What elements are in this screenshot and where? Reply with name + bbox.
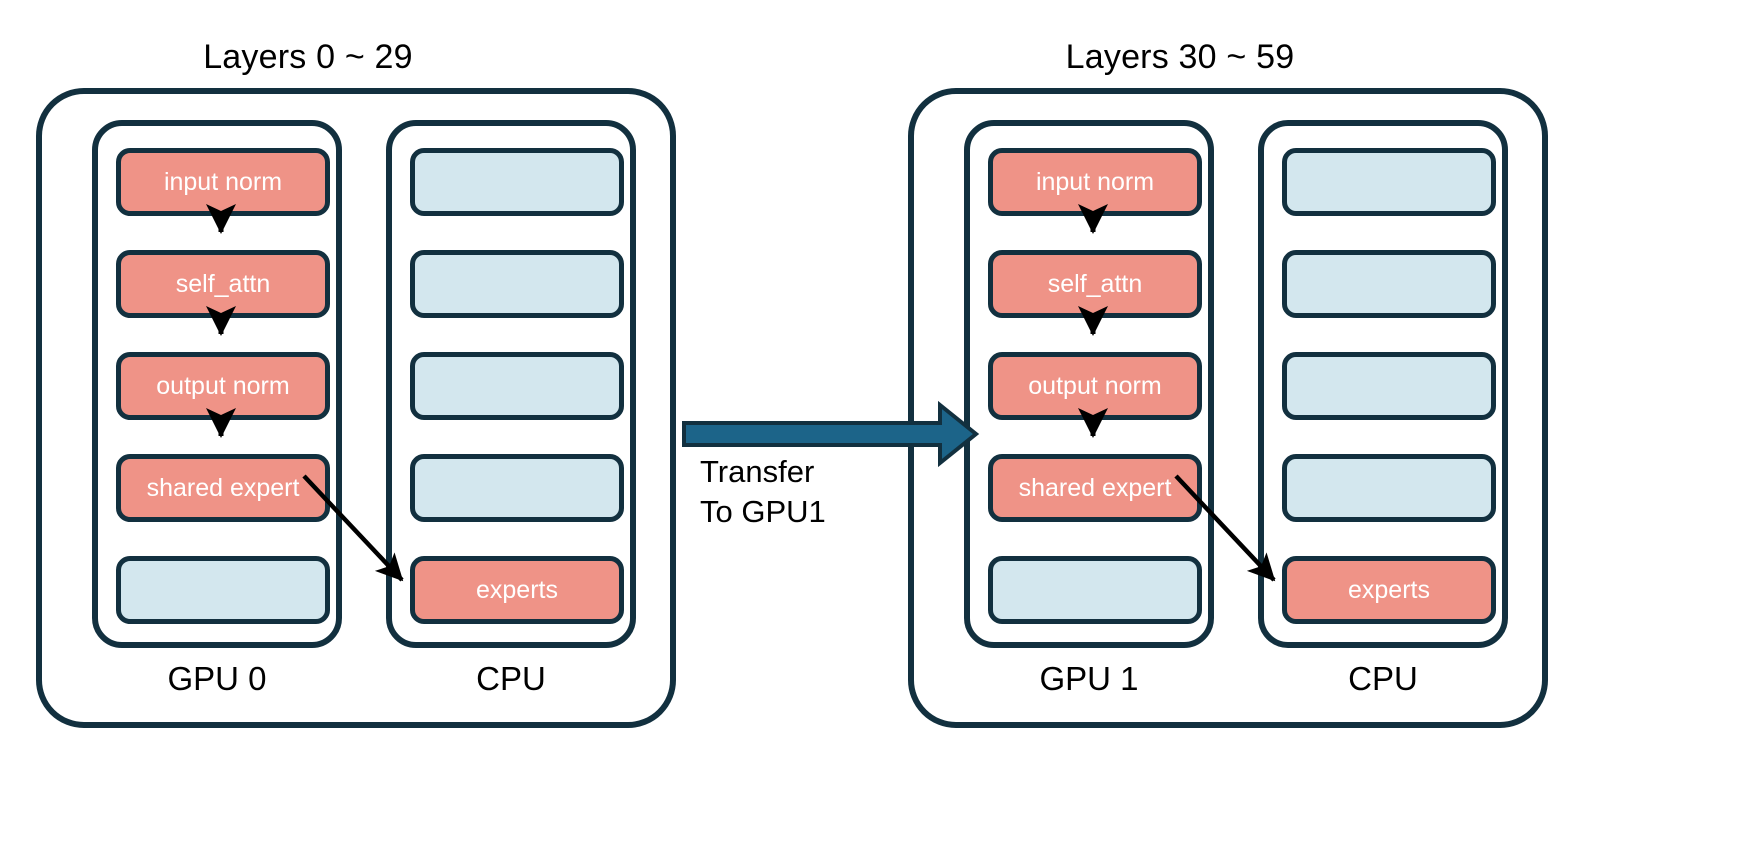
block-cpu1-idle-slot-1[interactable]	[1282, 148, 1496, 216]
block-cpu0-idle-slot-4[interactable]	[410, 454, 624, 522]
block-gpu0-idle-slot[interactable]	[116, 556, 330, 624]
block-cpu0-idle-slot-1[interactable]	[410, 148, 624, 216]
block-gpu0-input-norm[interactable]: input norm	[116, 148, 330, 216]
block-cpu1-idle-slot-2[interactable]	[1282, 250, 1496, 318]
column-gpu0: input norm self_attn output norm shared …	[92, 120, 342, 648]
panel-layers-0-29: input norm self_attn output norm shared …	[36, 88, 676, 728]
block-cpu1-idle-slot-4[interactable]	[1282, 454, 1496, 522]
block-cpu0-idle-slot-3[interactable]	[410, 352, 624, 420]
block-gpu0-self-attn[interactable]: self_attn	[116, 250, 330, 318]
column-cpu1: experts	[1258, 120, 1508, 648]
group-title-left: Layers 0 ~ 29	[203, 38, 413, 76]
block-gpu1-shared-expert[interactable]: shared expert	[988, 454, 1202, 522]
block-gpu1-output-norm[interactable]: output norm	[988, 352, 1202, 420]
transfer-label-line1: Transfer	[700, 454, 815, 489]
block-gpu1-self-attn[interactable]: self_attn	[988, 250, 1202, 318]
device-label-cpu1: CPU	[1348, 660, 1418, 697]
transfer-label-line2: To GPU1	[700, 493, 826, 529]
block-gpu0-output-norm[interactable]: output norm	[116, 352, 330, 420]
block-cpu1-idle-slot-3[interactable]	[1282, 352, 1496, 420]
transfer-label: Transfer To GPU1	[700, 452, 826, 531]
panel-layers-30-59: input norm self_attn output norm shared …	[908, 88, 1548, 728]
block-gpu1-input-norm[interactable]: input norm	[988, 148, 1202, 216]
column-cpu0: experts	[386, 120, 636, 648]
column-gpu1: input norm self_attn output norm shared …	[964, 120, 1214, 648]
block-gpu1-idle-slot[interactable]	[988, 556, 1202, 624]
device-label-gpu1: GPU 1	[1039, 660, 1139, 697]
block-cpu1-experts[interactable]: experts	[1282, 556, 1496, 624]
block-gpu0-shared-expert[interactable]: shared expert	[116, 454, 330, 522]
device-label-gpu0: GPU 0	[167, 660, 267, 697]
block-cpu0-idle-slot-2[interactable]	[410, 250, 624, 318]
device-label-cpu0: CPU	[476, 660, 546, 697]
block-cpu0-experts[interactable]: experts	[410, 556, 624, 624]
group-title-right: Layers 30 ~ 59	[1065, 38, 1295, 76]
